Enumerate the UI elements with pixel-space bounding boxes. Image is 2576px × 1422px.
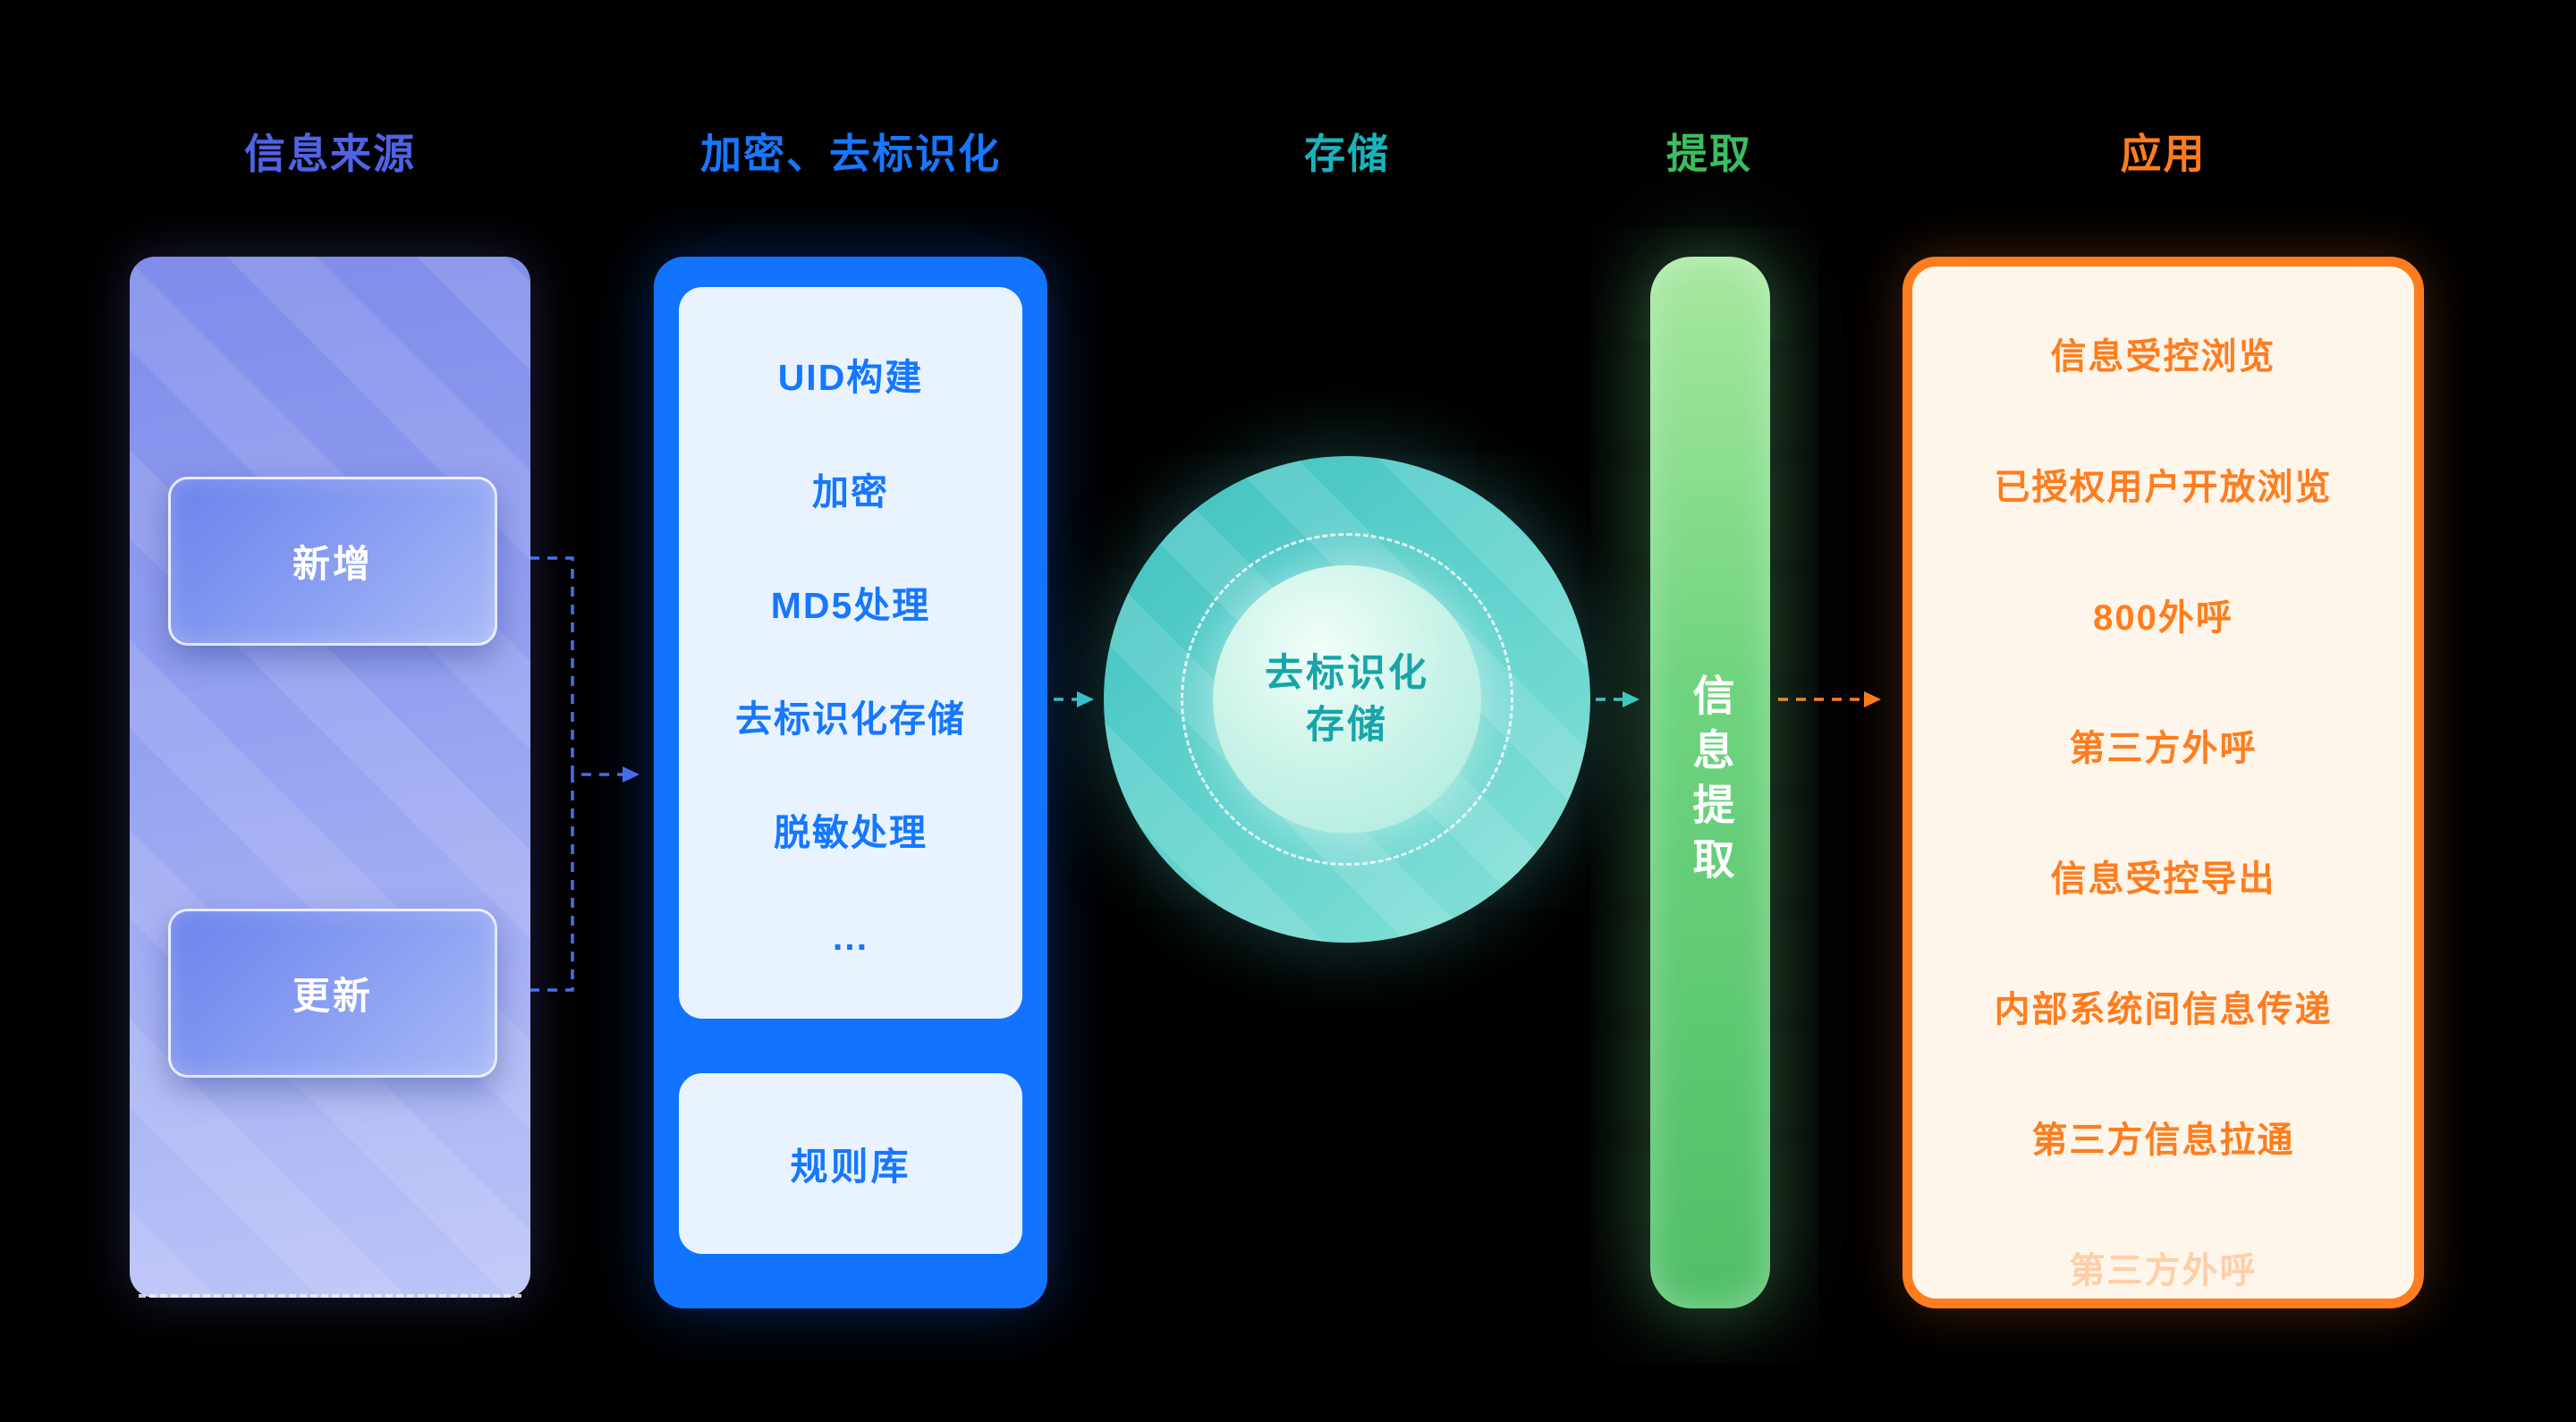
apply-item: 800外呼 xyxy=(2093,598,2233,638)
column-header-storage: 存储 xyxy=(1304,131,1390,177)
apply-panel: 信息受控浏览 已授权用户开放浏览 800外呼 第三方外呼 信息受控导出 内部系统… xyxy=(1902,257,2424,1308)
extract-bar: 信息提取 xyxy=(1650,257,1770,1308)
encrypt-panel: UID构建 加密 MD5处理 去标识化存储 脱敏处理 ... 规则库 xyxy=(654,257,1047,1308)
encrypt-steps-box: UID构建 加密 MD5处理 去标识化存储 脱敏处理 ... xyxy=(679,287,1022,1019)
apply-item: 已授权用户开放浏览 xyxy=(1994,468,2333,507)
source-node-new: 新增 xyxy=(168,477,497,646)
extract-bar-label: 信息提取 xyxy=(1686,673,1734,892)
column-header-source: 信息来源 xyxy=(244,131,416,177)
source-node-update-label: 更新 xyxy=(292,975,373,1017)
encrypt-step: UID构建 xyxy=(777,357,924,399)
apply-item: 信息受控浏览 xyxy=(2050,337,2276,377)
apply-list: 信息受控浏览 已授权用户开放浏览 800外呼 第三方外呼 信息受控导出 内部系统… xyxy=(1912,288,2414,1299)
encrypt-step: 脱敏处理 xyxy=(774,812,928,854)
apply-item: 第三方信息拉通 xyxy=(2031,1121,2295,1160)
apply-item: 信息受控导出 xyxy=(2050,859,2276,899)
apply-item: 内部系统间信息传递 xyxy=(1994,990,2333,1029)
storage-core-label-line1: 去标识化 xyxy=(1265,651,1429,695)
encrypt-step-ellipsis: ... xyxy=(832,916,869,958)
storage-core-label-line2: 存储 xyxy=(1306,704,1388,747)
encrypt-step: MD5处理 xyxy=(770,584,931,626)
encrypt-step: 去标识化存储 xyxy=(735,698,966,741)
column-header-extract: 提取 xyxy=(1666,131,1752,177)
column-header-apply: 应用 xyxy=(2120,131,2207,177)
storage-dashed-ring xyxy=(1181,533,1513,866)
rules-box: 规则库 xyxy=(679,1073,1022,1254)
column-header-encrypt: 加密、去标识化 xyxy=(700,131,1001,177)
storage-circle: 去标识化 存储 xyxy=(1104,456,1590,943)
storage-core: 去标识化 存储 xyxy=(1213,565,1481,834)
encrypt-step: 加密 xyxy=(812,470,889,512)
apply-item-faded: 第三方外呼 xyxy=(2069,1251,2258,1291)
apply-item: 第三方外呼 xyxy=(2069,729,2258,768)
source-node-new-label: 新增 xyxy=(292,543,373,585)
rules-label: 规则库 xyxy=(790,1145,911,1188)
source-node-update: 更新 xyxy=(168,909,497,1078)
source-panel: 新增 更新 xyxy=(130,257,530,1298)
